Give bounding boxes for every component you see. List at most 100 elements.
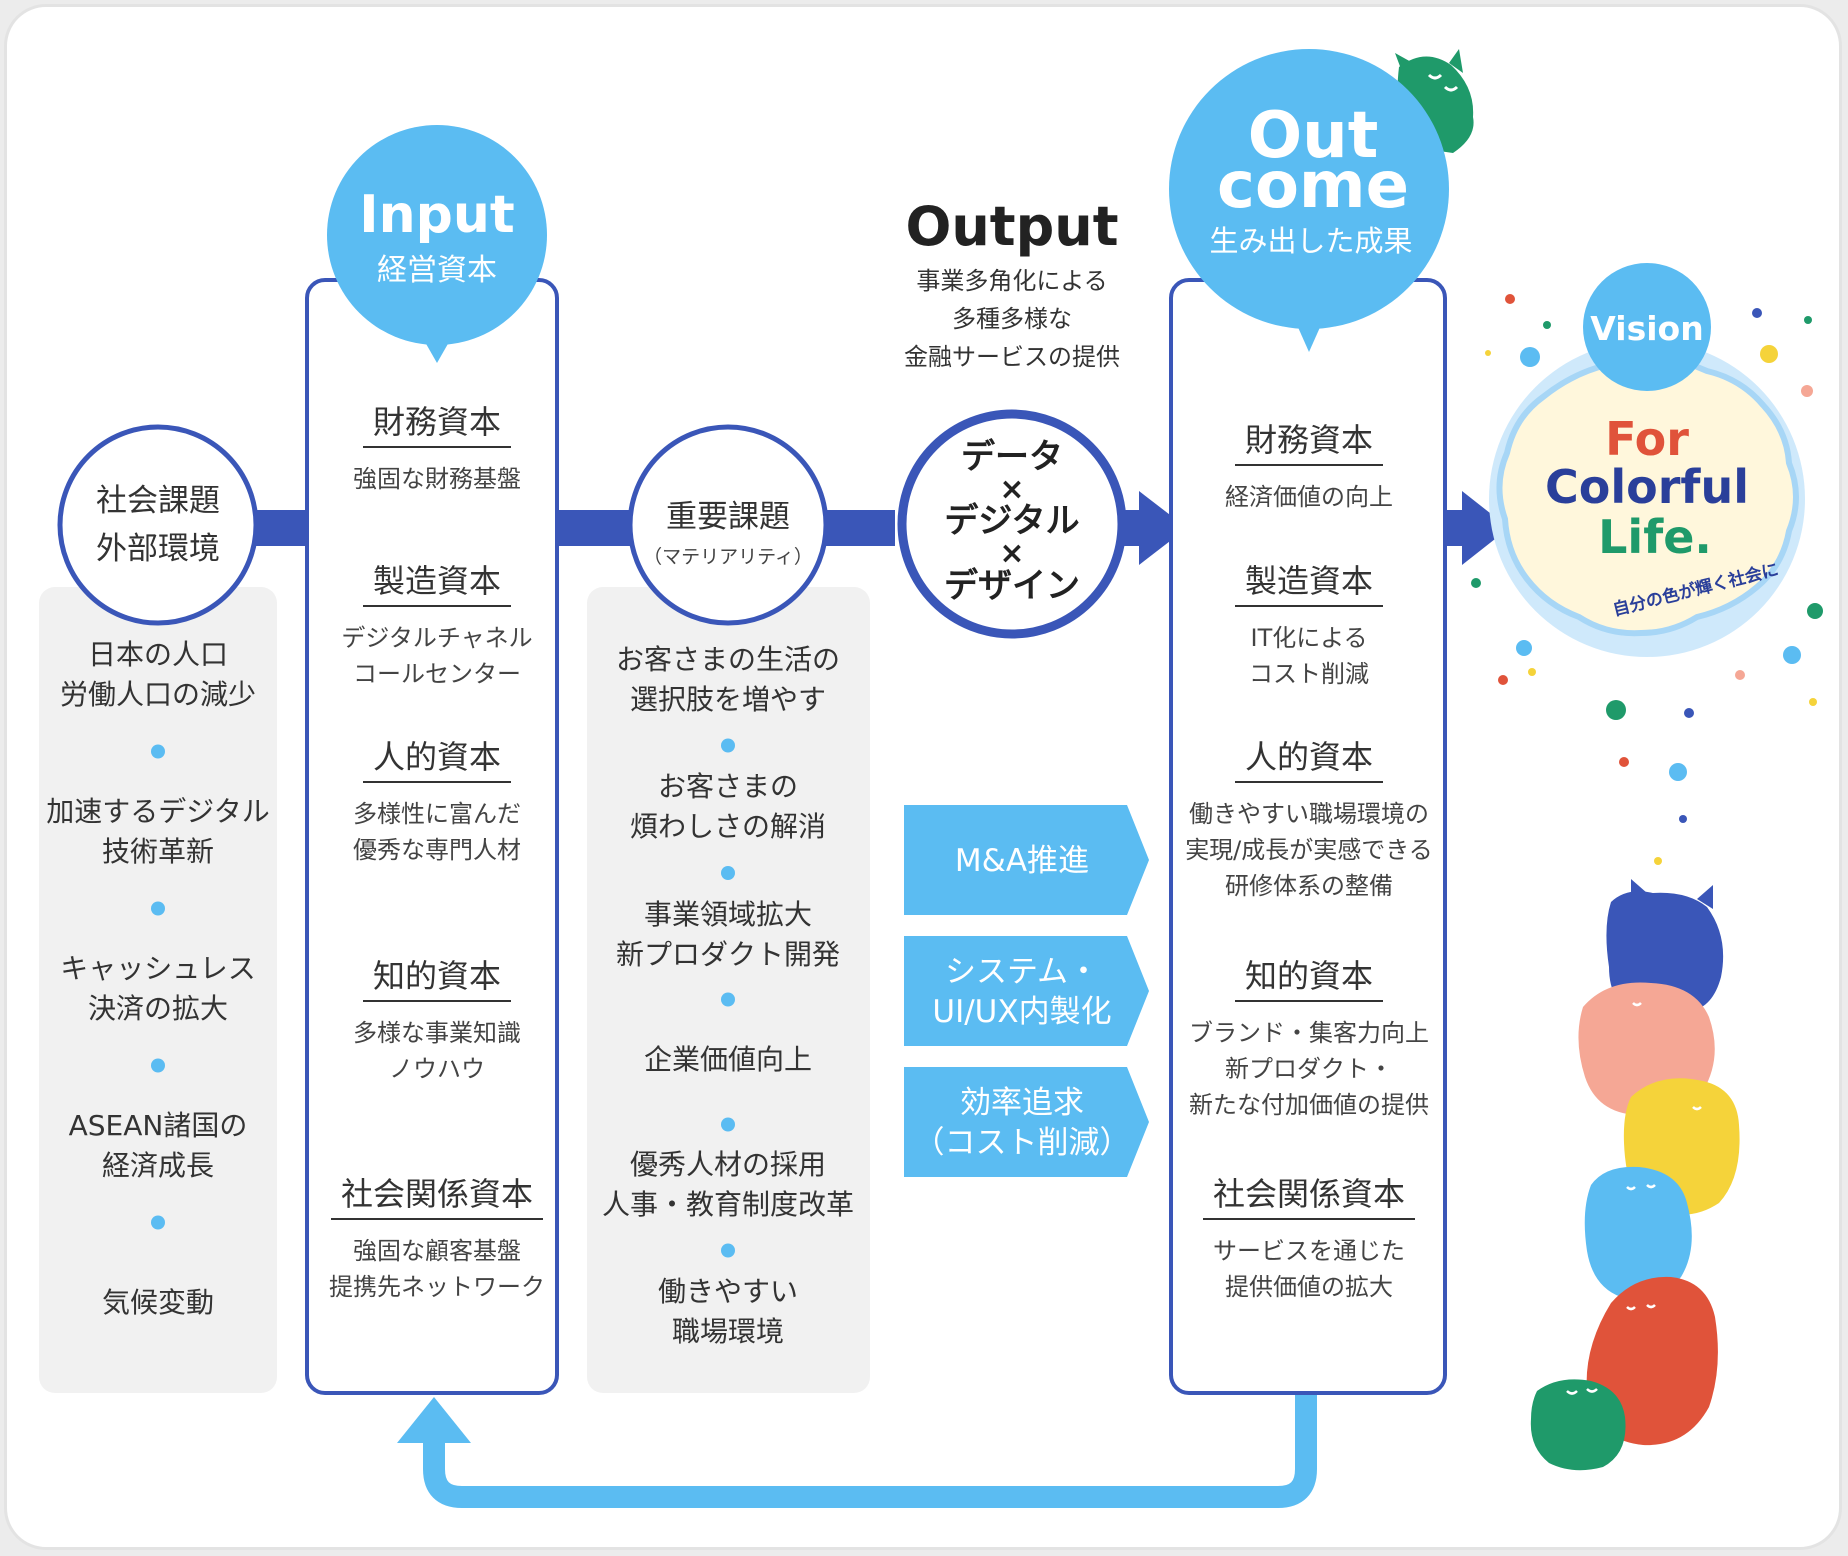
mascot-stack-icon: [1530, 879, 1740, 1471]
society-panel: [39, 587, 277, 1393]
input-capital-line: コールセンター: [353, 660, 521, 688]
input-capital-heading: 知的資本: [373, 957, 501, 995]
output-core-text: データ×デジタル×デザイン: [944, 437, 1080, 606]
materiality-title: 重要課題: [666, 499, 790, 535]
materiality-circle: [627, 424, 829, 626]
input-capital-line: 提携先ネットワーク: [329, 1273, 545, 1301]
separator-dot-icon: [721, 866, 735, 880]
materiality-item-text: 事業領域拡大: [644, 898, 812, 931]
output-strategy-text: （コスト削減）: [914, 1125, 1131, 1161]
input-capital-heading: 製造資本: [373, 562, 501, 600]
outcome-capital-line: 新プロダクト・: [1225, 1055, 1393, 1083]
input-subtitle: 経営資本: [377, 253, 497, 288]
outcome-capital-heading: 製造資本: [1245, 562, 1373, 600]
outcome-capital-line: サービスを通じた: [1213, 1237, 1405, 1265]
separator-dot-icon: [151, 1215, 165, 1230]
separator-dot-icon: [721, 1243, 735, 1258]
input-capital-heading: 財務資本: [373, 403, 501, 441]
input-circle: [327, 125, 547, 345]
materiality-item-text: 人事・教育制度改革: [602, 1188, 854, 1221]
flow-arrow-to-outcome: [1139, 491, 1187, 565]
outcome-title-2: come: [1217, 149, 1409, 223]
input-capital-line: 優秀な専門人材: [353, 836, 521, 864]
output-core-times: ×: [999, 536, 1024, 571]
output-strategy-arrow: [904, 805, 1149, 915]
input-capital-line: 強固な財務基盤: [353, 465, 521, 493]
society-item-text: 加速するデジタル: [46, 795, 269, 828]
materiality-item-text: 企業価値向上: [644, 1043, 812, 1076]
feedback-loop: [423, 1387, 1317, 1508]
outcome-capital-line: 提供価値の拡大: [1225, 1273, 1393, 1301]
outcome-capital-heading: 人的資本: [1245, 738, 1373, 776]
separator-dot-icon: [151, 744, 165, 759]
input-items: 財務資本強固な財務基盤製造資本デジタルチャネルコールセンター人的資本多様性に富ん…: [329, 403, 545, 1301]
vision-title: Vision: [1590, 309, 1703, 348]
separator-dot-icon: [151, 901, 165, 916]
materiality-items: お客さまの生活の選択肢を増やすお客さまの煩わしさの解消事業領域拡大新プロダクト開…: [602, 643, 854, 1348]
input-capital-line: 強固な顧客基盤: [353, 1237, 521, 1265]
input-capital-line: デジタルチャネル: [341, 624, 532, 652]
materiality-item-text: 煩わしさの解消: [630, 810, 826, 843]
vision-confetti: [1471, 294, 1823, 865]
output-core-word: データ: [961, 437, 1063, 477]
input-capital-heading: 人的資本: [373, 738, 501, 776]
output-core-word: デザイン: [944, 566, 1080, 606]
output-strategy-text: M&A推進: [955, 843, 1089, 879]
vision-logo-line-3: Life.: [1598, 510, 1712, 564]
society-item-text: 経済成長: [102, 1149, 214, 1182]
input-circle-pointer: [425, 342, 449, 363]
outcome-capital-heading: 財務資本: [1245, 421, 1373, 459]
vision-logo-line-2: Colorful: [1545, 460, 1749, 514]
flow-arrow-to-vision: [1462, 491, 1509, 565]
output-desc-line: 事業多角化による: [916, 267, 1107, 295]
outcome-circle-pointer: [1297, 325, 1321, 352]
outcome-capital-line: コスト削減: [1249, 660, 1369, 688]
output-strategy-text: UI/UX内製化: [932, 994, 1111, 1030]
materiality-item-text: 優秀人材の採用: [630, 1148, 826, 1181]
output-core-circle: [897, 409, 1127, 639]
vision-logo-line-1: For: [1605, 412, 1689, 466]
society-title-1: 社会課題: [96, 483, 220, 519]
society-circle: [57, 424, 259, 626]
materiality-item-text: 選択肢を増やす: [630, 683, 826, 716]
materiality-item-text: 新プロダクト開発: [616, 938, 840, 971]
input-capital-line: 多様な事業知識: [353, 1019, 521, 1047]
materiality-item-text: お客さまの生活の: [616, 643, 840, 676]
society-item-text: 気候変動: [102, 1286, 214, 1319]
output-core-times: ×: [999, 472, 1024, 507]
diagram-frame: 社会課題 外部環境 日本の人口労働人口の減少加速するデジタル技術革新キャッシュレ…: [4, 4, 1842, 1550]
materiality-panel: [587, 587, 870, 1393]
output-title: Output: [905, 195, 1118, 258]
outcome-capital-line: ブランド・集客力向上: [1189, 1019, 1429, 1047]
society-item-text: キャッシュレス: [60, 952, 255, 985]
outcome-capital-line: 経済価値の向上: [1225, 483, 1393, 511]
materiality-subtitle: （マテリアリティ）: [643, 546, 813, 568]
outcome-title-1: Out: [1248, 99, 1379, 173]
feedback-arrow-head: [397, 1397, 471, 1443]
vision-circle: [1583, 263, 1711, 391]
materiality-item-text: 働きやすい: [658, 1275, 798, 1308]
separator-dot-icon: [721, 738, 735, 753]
outcome-capital-heading: 知的資本: [1245, 957, 1373, 995]
input-capital-line: 多様性に富んだ: [353, 800, 521, 828]
society-item-text: 日本の人口: [88, 638, 228, 671]
output-desc-line: 金融サービスの提供: [904, 343, 1120, 371]
outcome-subtitle: 生み出した成果: [1209, 224, 1412, 258]
value-creation-diagram: 社会課題 外部環境 日本の人口労働人口の減少加速するデジタル技術革新キャッシュレ…: [39, 49, 1823, 1508]
society-item-text: 技術革新: [102, 835, 214, 868]
input-title: Input: [359, 185, 514, 245]
output-strategy-arrow: [904, 936, 1149, 1046]
outcome-circle: [1169, 49, 1449, 329]
society-item-text: 決済の拡大: [88, 992, 228, 1025]
outcome-items: 財務資本経済価値の向上製造資本IT化によるコスト削減人的資本働きやすい職場環境の…: [1185, 421, 1433, 1301]
separator-dot-icon: [721, 1117, 735, 1132]
output-core-word: デジタル: [944, 501, 1079, 541]
outcome-capital-line: 実現/成長が実感できる: [1185, 836, 1433, 864]
output-strategy-arrow: [904, 1067, 1149, 1177]
materiality-item-text: 職場環境: [672, 1315, 784, 1348]
input-capital-line: ノウハウ: [389, 1055, 485, 1083]
output-desc-line: 多種多様な: [952, 305, 1072, 333]
separator-dot-icon: [721, 992, 735, 1007]
